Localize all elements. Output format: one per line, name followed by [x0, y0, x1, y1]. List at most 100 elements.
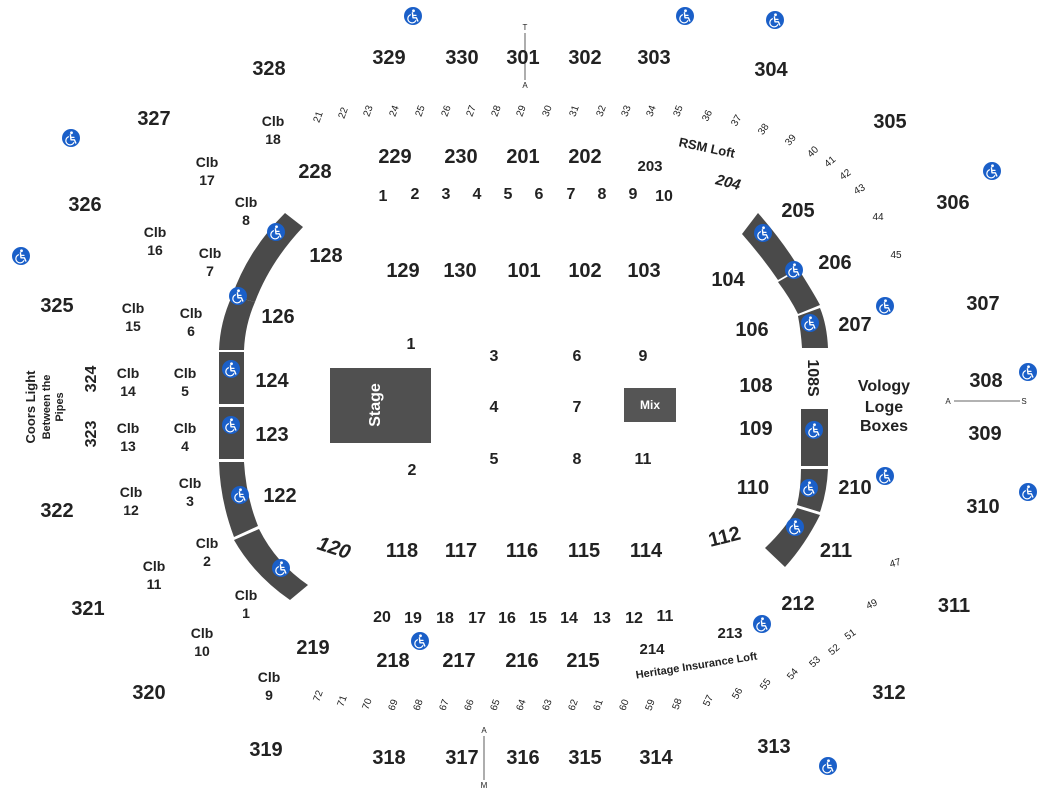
section-109[interactable]: 109 [739, 418, 772, 440]
section-318[interactable]: 318 [372, 747, 405, 769]
section-317[interactable]: 317 [445, 747, 478, 769]
floor-section-9[interactable]: 9 [639, 348, 648, 365]
section-302[interactable]: 302 [568, 47, 601, 69]
section-206-block[interactable] [778, 270, 820, 314]
floor-section-1[interactable]: 1 [407, 336, 416, 353]
section-216[interactable]: 216 [505, 650, 538, 672]
section-305[interactable]: 305 [873, 111, 906, 133]
section-309[interactable]: 309 [968, 423, 1001, 445]
section-211[interactable]: 211 [820, 540, 852, 562]
section-108[interactable]: 108 [739, 375, 772, 397]
section-129[interactable]: 129 [386, 260, 419, 282]
suite-1[interactable]: 1 [379, 188, 388, 205]
section-206[interactable]: 206 [818, 252, 851, 274]
section-326[interactable]: 326 [68, 194, 101, 216]
floor-section-2[interactable]: 2 [408, 462, 417, 479]
suite-15[interactable]: 15 [529, 610, 547, 627]
floor-section-11[interactable]: 11 [635, 451, 652, 468]
floor-section-3[interactable]: 3 [490, 348, 499, 365]
section-321[interactable]: 321 [71, 598, 104, 620]
suite-16[interactable]: 16 [498, 610, 516, 627]
vology-loge-boxes-label[interactable]: Vology Loge Boxes [858, 378, 910, 435]
suite-19[interactable]: 19 [404, 610, 422, 627]
section-218[interactable]: 218 [376, 650, 409, 672]
section-123[interactable]: 123 [255, 424, 288, 446]
suite-10[interactable]: 10 [655, 188, 673, 205]
section-324[interactable]: 324 [83, 366, 100, 393]
section-327[interactable]: 327 [137, 108, 170, 130]
section-217[interactable]: 217 [442, 650, 475, 672]
section-307[interactable]: 307 [966, 293, 999, 315]
section-114[interactable]: 114 [630, 540, 663, 562]
suite-14[interactable]: 14 [560, 610, 578, 627]
section-106[interactable]: 106 [735, 319, 768, 341]
section-219[interactable]: 219 [296, 637, 329, 659]
suite-9[interactable]: 9 [629, 186, 638, 203]
section-104[interactable]: 104 [711, 269, 745, 291]
section-117[interactable]: 117 [445, 540, 477, 562]
section-120[interactable]: 120 [315, 533, 354, 564]
section-329[interactable]: 329 [372, 47, 405, 69]
section-323[interactable]: 323 [83, 421, 100, 448]
section-322[interactable]: 322 [40, 500, 73, 522]
section-316[interactable]: 316 [506, 747, 539, 769]
suite-17[interactable]: 17 [468, 610, 486, 627]
floor-section-8[interactable]: 8 [573, 451, 582, 468]
suite-5[interactable]: 5 [504, 186, 513, 203]
section-330[interactable]: 330 [445, 47, 478, 69]
section-108s[interactable]: 108S [804, 359, 821, 397]
suite-12[interactable]: 12 [625, 610, 643, 627]
section-205[interactable]: 205 [781, 200, 814, 222]
suite-18[interactable]: 18 [436, 610, 454, 627]
section-230[interactable]: 230 [444, 146, 477, 168]
section-328[interactable]: 328 [252, 58, 285, 80]
section-126-block[interactable] [219, 296, 255, 350]
suite-2[interactable]: 2 [411, 186, 420, 203]
section-207[interactable]: 207 [838, 314, 871, 336]
floor-section-6[interactable]: 6 [573, 348, 582, 365]
suite-3[interactable]: 3 [442, 186, 451, 203]
section-103[interactable]: 103 [627, 260, 660, 282]
section-124[interactable]: 124 [255, 370, 289, 392]
section-120-block[interactable] [234, 529, 308, 600]
section-213[interactable]: 213 [717, 625, 742, 642]
section-306[interactable]: 306 [936, 192, 969, 214]
section-211-block[interactable] [765, 508, 820, 567]
section-128[interactable]: 128 [309, 245, 342, 267]
section-124-block[interactable] [219, 352, 244, 404]
section-212[interactable]: 212 [781, 593, 814, 615]
section-215[interactable]: 215 [566, 650, 599, 672]
section-116[interactable]: 116 [506, 540, 538, 562]
section-313[interactable]: 313 [757, 736, 790, 758]
section-310[interactable]: 310 [966, 496, 999, 518]
suite-7[interactable]: 7 [567, 186, 576, 203]
floor-section-7[interactable]: 7 [573, 399, 582, 416]
section-303[interactable]: 303 [637, 47, 670, 69]
section-130[interactable]: 130 [443, 260, 476, 282]
section-312[interactable]: 312 [872, 682, 905, 704]
section-308[interactable]: 308 [969, 370, 1002, 392]
section-202[interactable]: 202 [568, 146, 601, 168]
suite-20[interactable]: 20 [373, 609, 391, 626]
rsm-loft-label[interactable]: RSM Loft [677, 134, 737, 161]
section-311[interactable]: 311 [938, 595, 970, 617]
section-118[interactable]: 118 [386, 540, 418, 562]
section-102[interactable]: 102 [568, 260, 601, 282]
section-304[interactable]: 304 [754, 59, 788, 81]
section-201[interactable]: 201 [506, 146, 539, 168]
